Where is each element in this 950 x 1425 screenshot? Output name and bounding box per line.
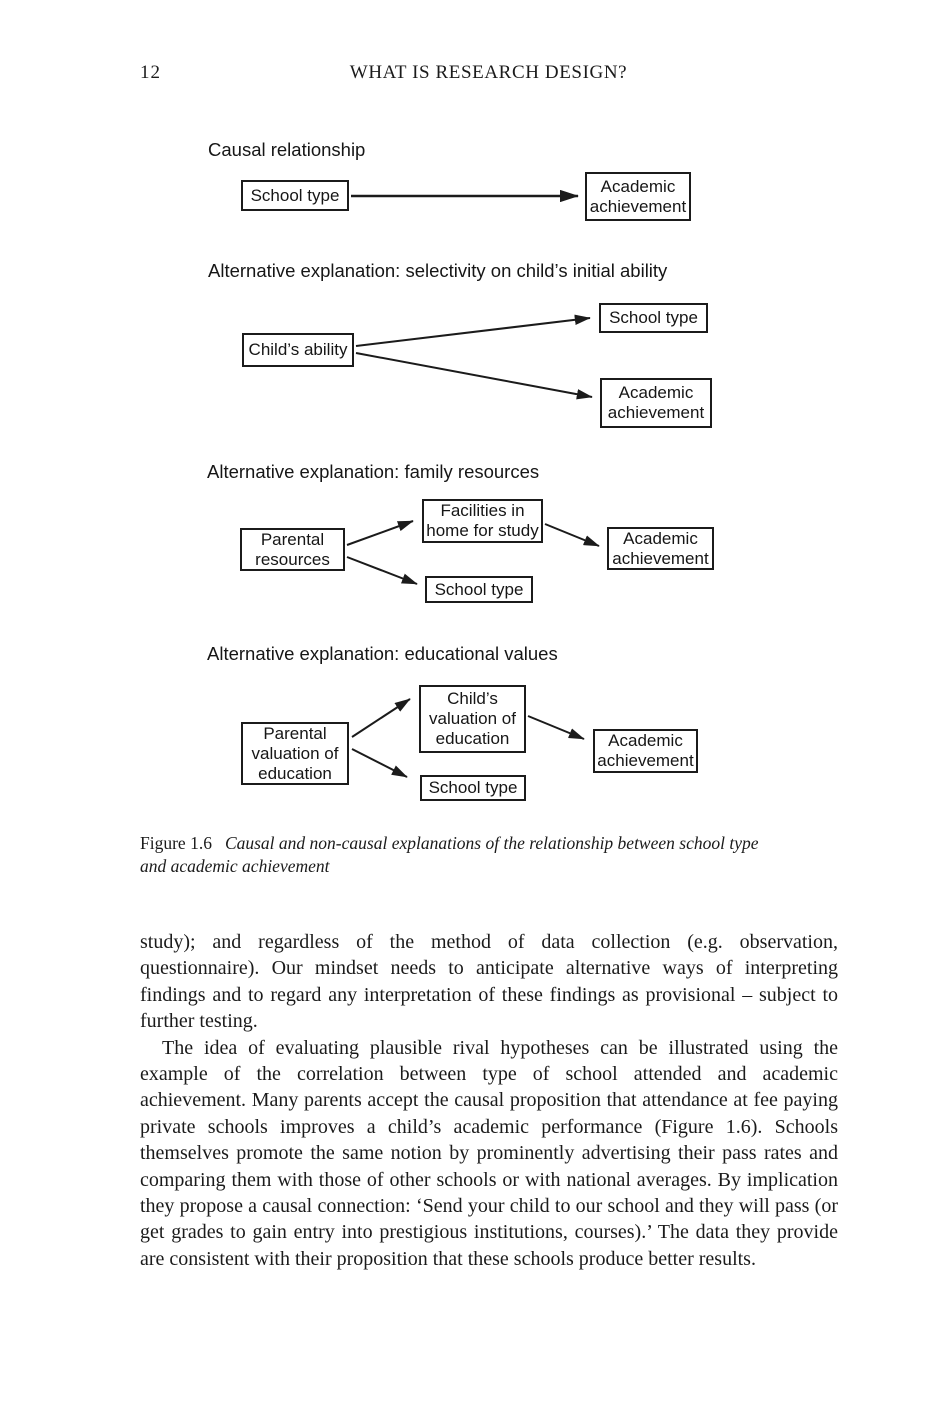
node-childs-ability: Child’s ability (242, 333, 354, 367)
diagram-2-label: Alternative explanation: selectivity on … (208, 260, 668, 281)
page-number: 12 (140, 62, 161, 83)
arrow-resources-to-facilities (346, 520, 414, 546)
arrow-parentalval-to-childval (351, 698, 411, 738)
diagram-4-label: Alternative explanation: educational val… (207, 643, 558, 664)
figure-caption-text: Causal and non-causal explanations of th… (140, 833, 759, 876)
diagram-1-label: Causal relationship (208, 139, 366, 160)
arrow-resources-to-schooltype (346, 556, 418, 585)
body-text: study); and regardless of the method of … (140, 929, 838, 1272)
node-academic-achievement-3: Academic achievement (607, 527, 714, 570)
arrow-parentalval-to-schooltype (351, 748, 408, 778)
arrow-ability-to-achievement (355, 352, 593, 400)
running-head: 12 WHAT IS RESEARCH DESIGN? (140, 62, 837, 86)
node-school-type-1: School type (241, 180, 349, 211)
node-school-type-3: School type (425, 576, 533, 603)
arrow-childval-to-achievement (527, 715, 585, 740)
node-school-type-2: School type (599, 303, 708, 333)
node-parental-resources: Parental resources (240, 528, 345, 571)
paragraph-2: The idea of evaluating plausible rival h… (140, 1036, 838, 1270)
paragraph-1: study); and regardless of the method of … (140, 931, 838, 1033)
running-title: WHAT IS RESEARCH DESIGN? (349, 62, 628, 83)
figure-caption-label: Figure 1.6 (140, 833, 212, 853)
arrow-facilities-to-achievement (544, 523, 600, 547)
arrow-ability-to-schooltype (355, 314, 591, 347)
node-childs-valuation: Child’s valuation of education (419, 685, 526, 753)
node-academic-achievement-1: Academic achievement (585, 172, 691, 221)
diagram-3-label: Alternative explanation: family resource… (207, 461, 540, 482)
node-school-type-4: School type (420, 775, 526, 801)
node-parental-valuation: Parental valuation of education (241, 722, 349, 785)
node-academic-achievement-4: Academic achievement (593, 729, 698, 773)
node-academic-achievement-2: Academic achievement (600, 378, 712, 428)
node-facilities-in-home: Facilities in home for study (422, 499, 543, 543)
